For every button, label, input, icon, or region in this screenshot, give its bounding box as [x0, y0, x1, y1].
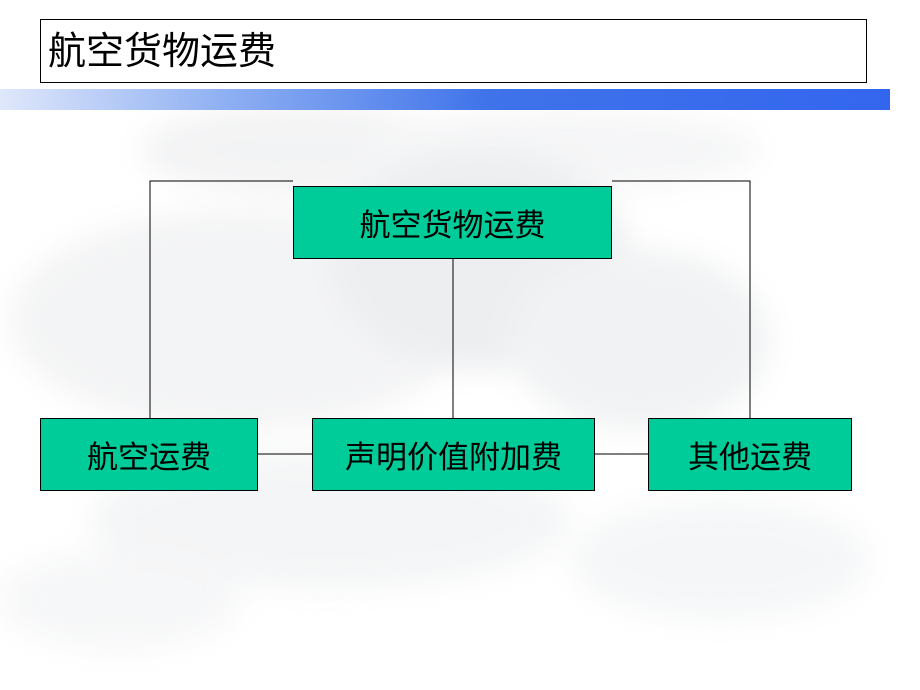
diagram-node-other-charges: 其他运费	[648, 418, 852, 491]
node-label: 航空运费	[87, 440, 211, 476]
diagram-node-air-freight: 航空运费	[40, 418, 258, 491]
title-underline-bar	[0, 89, 890, 110]
connector-root-to-right	[612, 180, 751, 418]
diagram-root-node: 航空货物运费	[293, 186, 612, 259]
root-node-label: 航空货物运费	[359, 208, 546, 244]
node-label: 其他运费	[688, 440, 812, 476]
node-label: 声明价值附加费	[345, 440, 562, 476]
slide-title: 航空货物运费	[48, 29, 277, 73]
diagram-node-declared-value-charge: 声明价值附加费	[312, 418, 595, 491]
connector-root-to-left	[149, 180, 293, 418]
slide-title-box: 航空货物运费	[40, 19, 867, 83]
